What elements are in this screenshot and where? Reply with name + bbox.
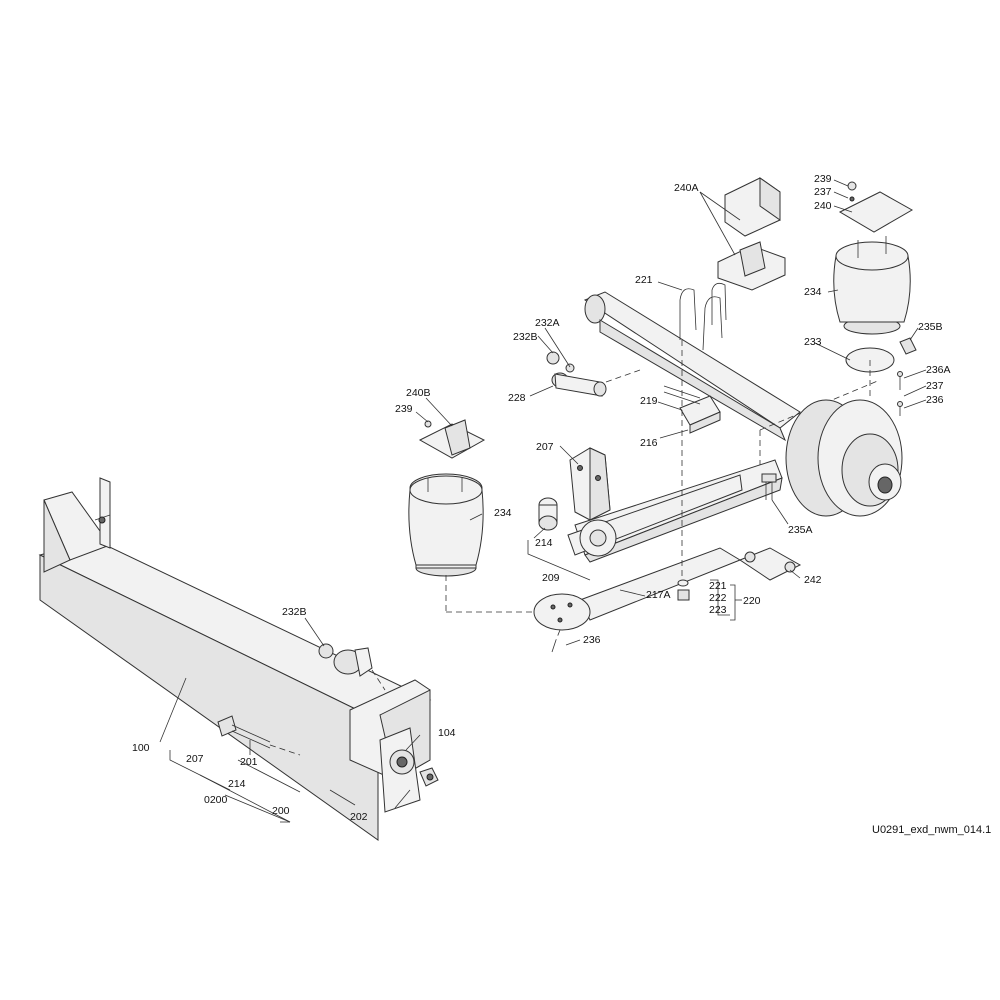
callout-239-right: 239	[814, 173, 832, 185]
nut-235b	[899, 337, 917, 355]
callout-219: 219	[640, 395, 658, 407]
callout-234-right: 234	[804, 286, 822, 298]
callout-207: 207	[536, 441, 554, 453]
callout-232b-lower: 232B	[282, 606, 307, 618]
callout-223: 223	[709, 604, 727, 616]
callout-100: 100	[132, 742, 150, 754]
callout-236-right: 236	[926, 394, 944, 406]
callout-235a: 235A	[788, 524, 813, 536]
callout-202: 202	[350, 811, 368, 823]
callout-232b-upper: 232B	[513, 331, 538, 343]
callout-216: 216	[640, 437, 658, 449]
callout-242: 242	[804, 574, 822, 586]
callout-233: 233	[804, 336, 822, 348]
callout-221-ubolt: 221	[635, 274, 653, 286]
callout-labels: 100 104 201 207 214 0200 200 202 232B 24…	[132, 173, 951, 823]
callout-0200: 0200	[204, 794, 228, 806]
callout-207-group: 207	[186, 753, 204, 765]
bolt-201	[217, 715, 301, 756]
callout-214-group: 214	[228, 778, 246, 790]
bushing-214	[538, 497, 558, 531]
clamp-plate-240a-bottom	[717, 241, 786, 291]
hanger-bracket-207	[569, 447, 611, 521]
callout-240b: 240B	[406, 387, 431, 399]
cross-member-beam	[38, 477, 432, 841]
callout-217a: 217A	[646, 589, 671, 601]
callout-237-top: 237	[814, 186, 832, 198]
u-bolts-221	[679, 282, 727, 580]
screws-236a	[897, 371, 903, 416]
bolt-235a	[761, 473, 777, 500]
callout-240: 240	[814, 200, 832, 212]
callout-221-group: 221	[709, 580, 727, 592]
trailing-arm-217a	[533, 459, 783, 631]
callout-200: 200	[272, 805, 290, 817]
callout-228: 228	[508, 392, 526, 404]
clamp-plate-240a-top	[724, 177, 781, 237]
callout-234-left: 234	[494, 507, 512, 519]
air-spring-right	[833, 236, 911, 335]
brake-drum-hub	[785, 399, 903, 517]
callout-239-left: 239	[395, 403, 413, 415]
callout-240a: 240A	[674, 182, 699, 194]
mount-plate-240b	[418, 419, 486, 459]
bushing-bracket-lower	[318, 643, 386, 691]
plate-233	[845, 347, 895, 400]
shock-absorber-228	[546, 351, 641, 397]
leader-lines	[159, 179, 927, 823]
callout-236a: 236A	[926, 364, 951, 376]
callout-220: 220	[743, 595, 761, 607]
callout-201: 201	[240, 756, 258, 768]
axle-tube	[583, 291, 881, 465]
callout-235b: 235B	[918, 321, 943, 333]
callout-214: 214	[535, 537, 553, 549]
mount-plate-240	[838, 181, 914, 233]
callout-232a: 232A	[535, 317, 560, 329]
callout-222: 222	[709, 592, 727, 604]
nut-202	[419, 767, 439, 787]
drawing-code: U0291_exd_nwm_014.1	[872, 824, 991, 836]
air-spring-left	[408, 473, 540, 613]
callout-104: 104	[438, 727, 456, 739]
callout-237-right: 237	[926, 380, 944, 392]
clamp-242	[738, 547, 802, 581]
washer-nut-222-223	[677, 579, 690, 601]
callout-209: 209	[542, 572, 560, 584]
callout-236-lower: 236	[583, 634, 601, 646]
screw-236-lower	[551, 629, 561, 653]
